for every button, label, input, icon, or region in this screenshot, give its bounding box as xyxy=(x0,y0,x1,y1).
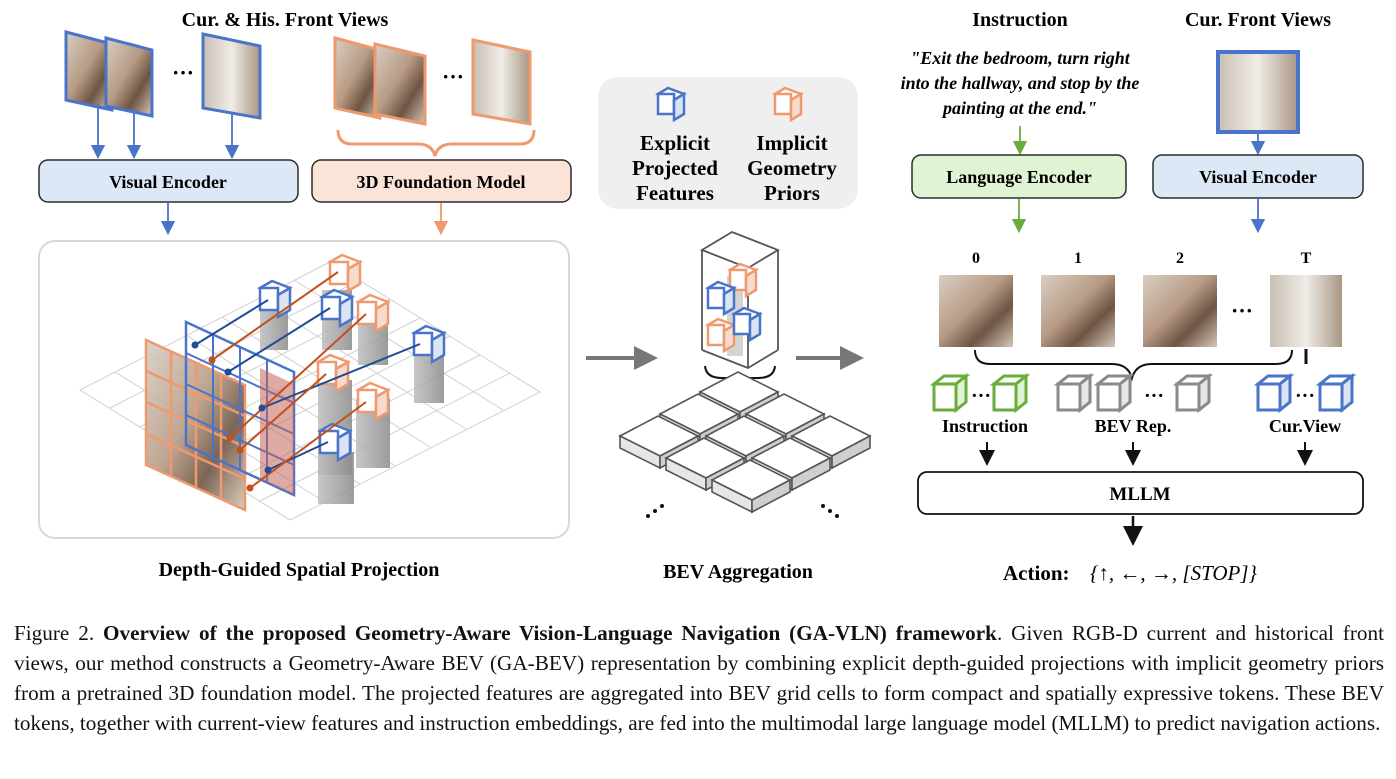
bev-grid-tiles xyxy=(618,371,872,514)
projection-connectors xyxy=(191,271,421,492)
svg-text:Language Encoder: Language Encoder xyxy=(946,167,1092,187)
mllm-input-arrows xyxy=(979,442,1313,466)
instruction-title: Instruction xyxy=(972,9,1068,31)
explicit-feature-cubes xyxy=(257,279,447,463)
view-token-cubes xyxy=(1253,372,1357,414)
frame-thumbnails xyxy=(939,275,1342,347)
svg-text:Visual Encoder: Visual Encoder xyxy=(109,172,227,192)
aggregation-label: BEV Aggregation xyxy=(663,561,813,583)
svg-text:MLLM: MLLM xyxy=(1109,484,1170,505)
current-history-views-orange xyxy=(333,36,532,126)
legend-implicit-line1: Implicit xyxy=(756,131,827,155)
svg-text:painting at the end.": painting at the end." xyxy=(941,98,1097,118)
projection-label: Depth-Guided Spatial Projection xyxy=(159,559,440,581)
visual-encoder-left: Visual Encoder xyxy=(38,159,299,203)
frames-ellipsis: ··· xyxy=(1231,298,1253,323)
frame-labels: 0 1 2 T xyxy=(972,250,1312,267)
views-ellipsis-orange: ··· xyxy=(442,64,464,89)
caption-body: . Given RGB-D current and historical fro… xyxy=(14,621,1384,735)
projection-panel xyxy=(38,240,570,539)
current-front-view-image xyxy=(1216,50,1300,134)
bev-grid-ellipsis xyxy=(646,504,839,518)
svg-text:1: 1 xyxy=(1074,250,1082,267)
language-encoder: Language Encoder xyxy=(911,154,1127,199)
3d-foundation-model: 3D Foundation Model xyxy=(311,159,572,203)
front-views-title: Cur. Front Views xyxy=(1185,9,1331,31)
svg-text:2: 2 xyxy=(1176,250,1184,267)
svg-text:T: T xyxy=(1301,250,1312,267)
legend-explicit-line1: Explicit xyxy=(640,131,710,155)
views-ellipsis-blue: ··· xyxy=(172,60,194,85)
token-view-label: Cur.View xyxy=(1269,416,1341,436)
frames-brace xyxy=(974,349,1293,382)
view-tokens-ellipsis: ··· xyxy=(1295,385,1315,407)
instruction-token-cubes xyxy=(929,372,1031,414)
figure-caption: Figure 2. Overview of the proposed Geome… xyxy=(14,618,1384,738)
svg-text:into the hallway, and stop by: into the hallway, and stop by the xyxy=(901,73,1140,93)
legend-implicit-line2: Geometry xyxy=(747,156,837,180)
svg-text:0: 0 xyxy=(972,250,980,267)
caption-title: Overview of the proposed Geometry-Aware … xyxy=(103,621,997,645)
instruction-tokens-ellipsis: ··· xyxy=(971,385,991,407)
legend-box: Explicit Projected Features Implicit Geo… xyxy=(598,77,858,209)
legend-explicit-line3: Features xyxy=(636,181,714,205)
token-instruction-label: Instruction xyxy=(942,416,1028,436)
bev-pillar xyxy=(699,231,781,389)
action-set: {↑, ←, →, [STOP]} xyxy=(1090,561,1258,585)
caption-prefix: Figure 2. xyxy=(14,621,104,645)
implicit-prior-cubes xyxy=(315,253,391,422)
action-label: Action: xyxy=(1003,561,1070,585)
current-history-views-blue xyxy=(64,30,262,120)
views-title: Cur. & His. Front Views xyxy=(182,9,389,31)
bev-tokens-ellipsis: ··· xyxy=(1144,385,1164,407)
svg-text:3D Foundation Model: 3D Foundation Model xyxy=(356,172,525,192)
legend-explicit-line2: Projected xyxy=(632,156,718,180)
views-brace-orange xyxy=(336,129,536,157)
legend-implicit-line3: Priors xyxy=(764,181,820,205)
framework-diagram: Cur. & His. Front Views ··· ··· Visual E… xyxy=(38,9,1364,585)
mllm-box: MLLM xyxy=(917,471,1364,515)
token-bev-label: BEV Rep. xyxy=(1095,416,1172,436)
visual-encoder-right: Visual Encoder xyxy=(1152,154,1364,199)
image-feature-grid xyxy=(144,320,296,512)
instruction-text: "Exit the bedroom, turn right into the h… xyxy=(901,48,1140,118)
svg-text:"Exit the bedroom, turn right: "Exit the bedroom, turn right xyxy=(910,48,1131,68)
svg-text:Visual Encoder: Visual Encoder xyxy=(1199,167,1317,187)
bev-token-cubes xyxy=(1053,372,1214,414)
